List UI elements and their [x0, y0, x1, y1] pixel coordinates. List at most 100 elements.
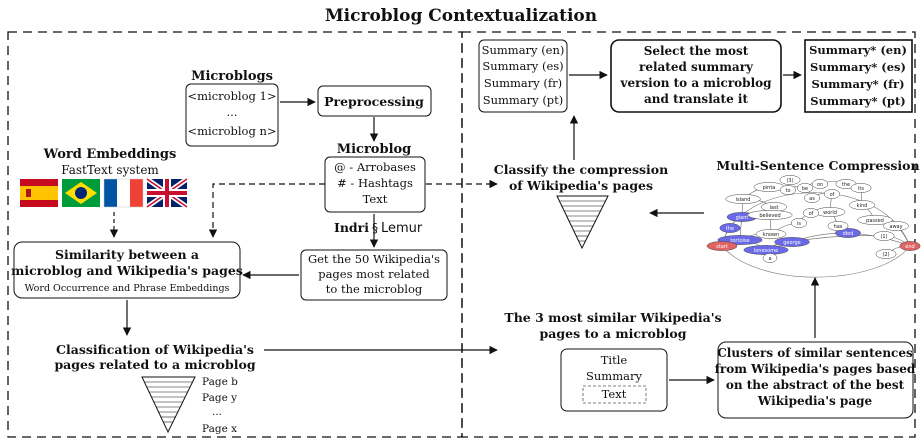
france-flag-icon [103, 178, 144, 208]
microblogs-block: Microblogs <microblog 1> ... <microblog … [185, 69, 279, 147]
compression-ranking-funnel [556, 195, 609, 250]
select-summary-box [610, 39, 782, 113]
msc-node-label: (1) [880, 234, 887, 240]
get-pages-line-1: Get the 50 Wikipedia's [308, 252, 440, 266]
msc-node-label: end [905, 244, 914, 250]
page-b: Page b [202, 376, 238, 388]
msc-node-label: on [817, 182, 823, 188]
page-x: Page x [202, 423, 237, 435]
msc-node [802, 208, 820, 218]
msc-node-label: passed [866, 218, 884, 224]
msc-node-label: died [843, 231, 854, 237]
msc-node [875, 249, 897, 259]
select-line-4: and translate it [644, 92, 748, 106]
summary-star-pt: Summary* (pt) [810, 94, 905, 108]
msc-node [849, 200, 875, 210]
msc-node [827, 221, 849, 231]
msc-node [823, 189, 841, 199]
microblogs-heading: Microblogs [191, 69, 273, 84]
msc-node-label: last [769, 205, 778, 211]
msc-node-label: to [785, 188, 790, 194]
msc-node [835, 228, 861, 238]
msc-node-label: tortoise [730, 238, 749, 244]
msc-node [706, 241, 738, 251]
summary-en: Summary (en) [482, 43, 565, 57]
similarity-subtitle: Word Occurrence and Phrase Embeddings [25, 283, 230, 294]
msc-node [803, 193, 821, 203]
translated-summaries-box [804, 39, 913, 113]
msc-node [719, 223, 741, 233]
msc-node-label: known [763, 232, 779, 238]
msc-node [873, 231, 895, 241]
clusters-line-1: Clusters of similar sentences [717, 346, 913, 360]
fasttext-label: FastText system [61, 163, 159, 177]
wiki-summary: Summary [586, 369, 642, 383]
msc-node [755, 229, 787, 239]
diagram-title: Microblog Contextualization [325, 6, 597, 26]
msc-node-label: giant [736, 215, 749, 221]
top3-line-2: pages to a microblog [540, 326, 687, 341]
msc-node [811, 179, 829, 189]
wiki-title: Title [601, 353, 628, 367]
msc-node [796, 183, 814, 193]
top3-line-1: The 3 most similar Wikipedia's [504, 310, 721, 325]
msc-node-label: the [842, 182, 850, 188]
similarity-box [13, 241, 241, 299]
select-line-3: version to a microblog [619, 76, 772, 90]
summary-fr: Summary (fr) [484, 76, 562, 90]
msc-node-label: island [736, 197, 751, 203]
preprocessing-box [317, 85, 432, 117]
lemur-label: Lemur [381, 221, 423, 236]
microblog-item-ellipsis: ... [227, 105, 238, 119]
msc-node [883, 221, 909, 231]
get-pages-line-3: to the microblog [326, 282, 423, 296]
get-pages-box [300, 249, 448, 301]
msc-node-label: george [783, 240, 801, 246]
uk-flag-icon [145, 176, 189, 210]
msc-node-label: lonesome [754, 248, 778, 254]
wiki-page-box [560, 348, 668, 412]
classify-compression-line-1: Classify the compression [494, 162, 668, 177]
left-panel [7, 31, 463, 438]
summary-star-en: Summary* (en) [809, 43, 907, 57]
msc-node [790, 218, 808, 228]
similarity-line-1: Similarity between a [55, 247, 199, 262]
microblog-item-1: <microblog 1> [187, 89, 276, 103]
classification-line-2: pages related to a microblog [54, 357, 255, 372]
similarity-line-2: microblog and Wikipedia's pages [11, 263, 243, 278]
msc-node-label: pinta [763, 185, 776, 191]
clusters-line-3: on the abstract of the best [726, 378, 905, 392]
msc-node-label: is [797, 221, 801, 227]
summary-star-es: Summary* (es) [810, 60, 906, 74]
svg-text:§: § [372, 221, 378, 235]
clusters-box [717, 341, 914, 419]
summary-star-fr: Summary* (fr) [811, 77, 904, 91]
msc-node-label: as [809, 196, 815, 202]
msc-node-label: (3) [786, 178, 793, 184]
wiki-text: Text [602, 387, 627, 401]
microblog-item-n: <microblog n> [187, 124, 276, 138]
msc-node-label: start [716, 244, 728, 250]
msc-node [857, 215, 893, 225]
msc-node-label: world [823, 210, 837, 216]
summary-pt: Summary (pt) [483, 93, 564, 107]
msc-node [850, 183, 872, 193]
msc-node [779, 175, 801, 185]
msc-node [899, 241, 921, 251]
clusters-line-2: from Wikipedia's pages based [715, 362, 916, 376]
msc-node [762, 253, 778, 263]
word-embeddings-heading: Word Embeddings [43, 147, 177, 162]
msc-node-label: kind [857, 203, 868, 209]
page-y: Page y [202, 392, 237, 404]
classify-compression-line-2: of Wikipedia's pages [509, 178, 653, 193]
page-ellipsis: ... [212, 406, 222, 418]
brazil-flag-icon [62, 179, 100, 207]
spain-flag-icon [20, 179, 58, 207]
classification-ranking-funnel [141, 376, 196, 434]
select-line-1: Select the most [644, 44, 749, 58]
microblog-arrobases: @ - Arrobases [334, 160, 416, 174]
wiki-text-dashed-box [582, 385, 647, 404]
lemur-logo-icon: § [372, 221, 378, 235]
msc-heading: Multi-Sentence Compression [716, 158, 919, 173]
